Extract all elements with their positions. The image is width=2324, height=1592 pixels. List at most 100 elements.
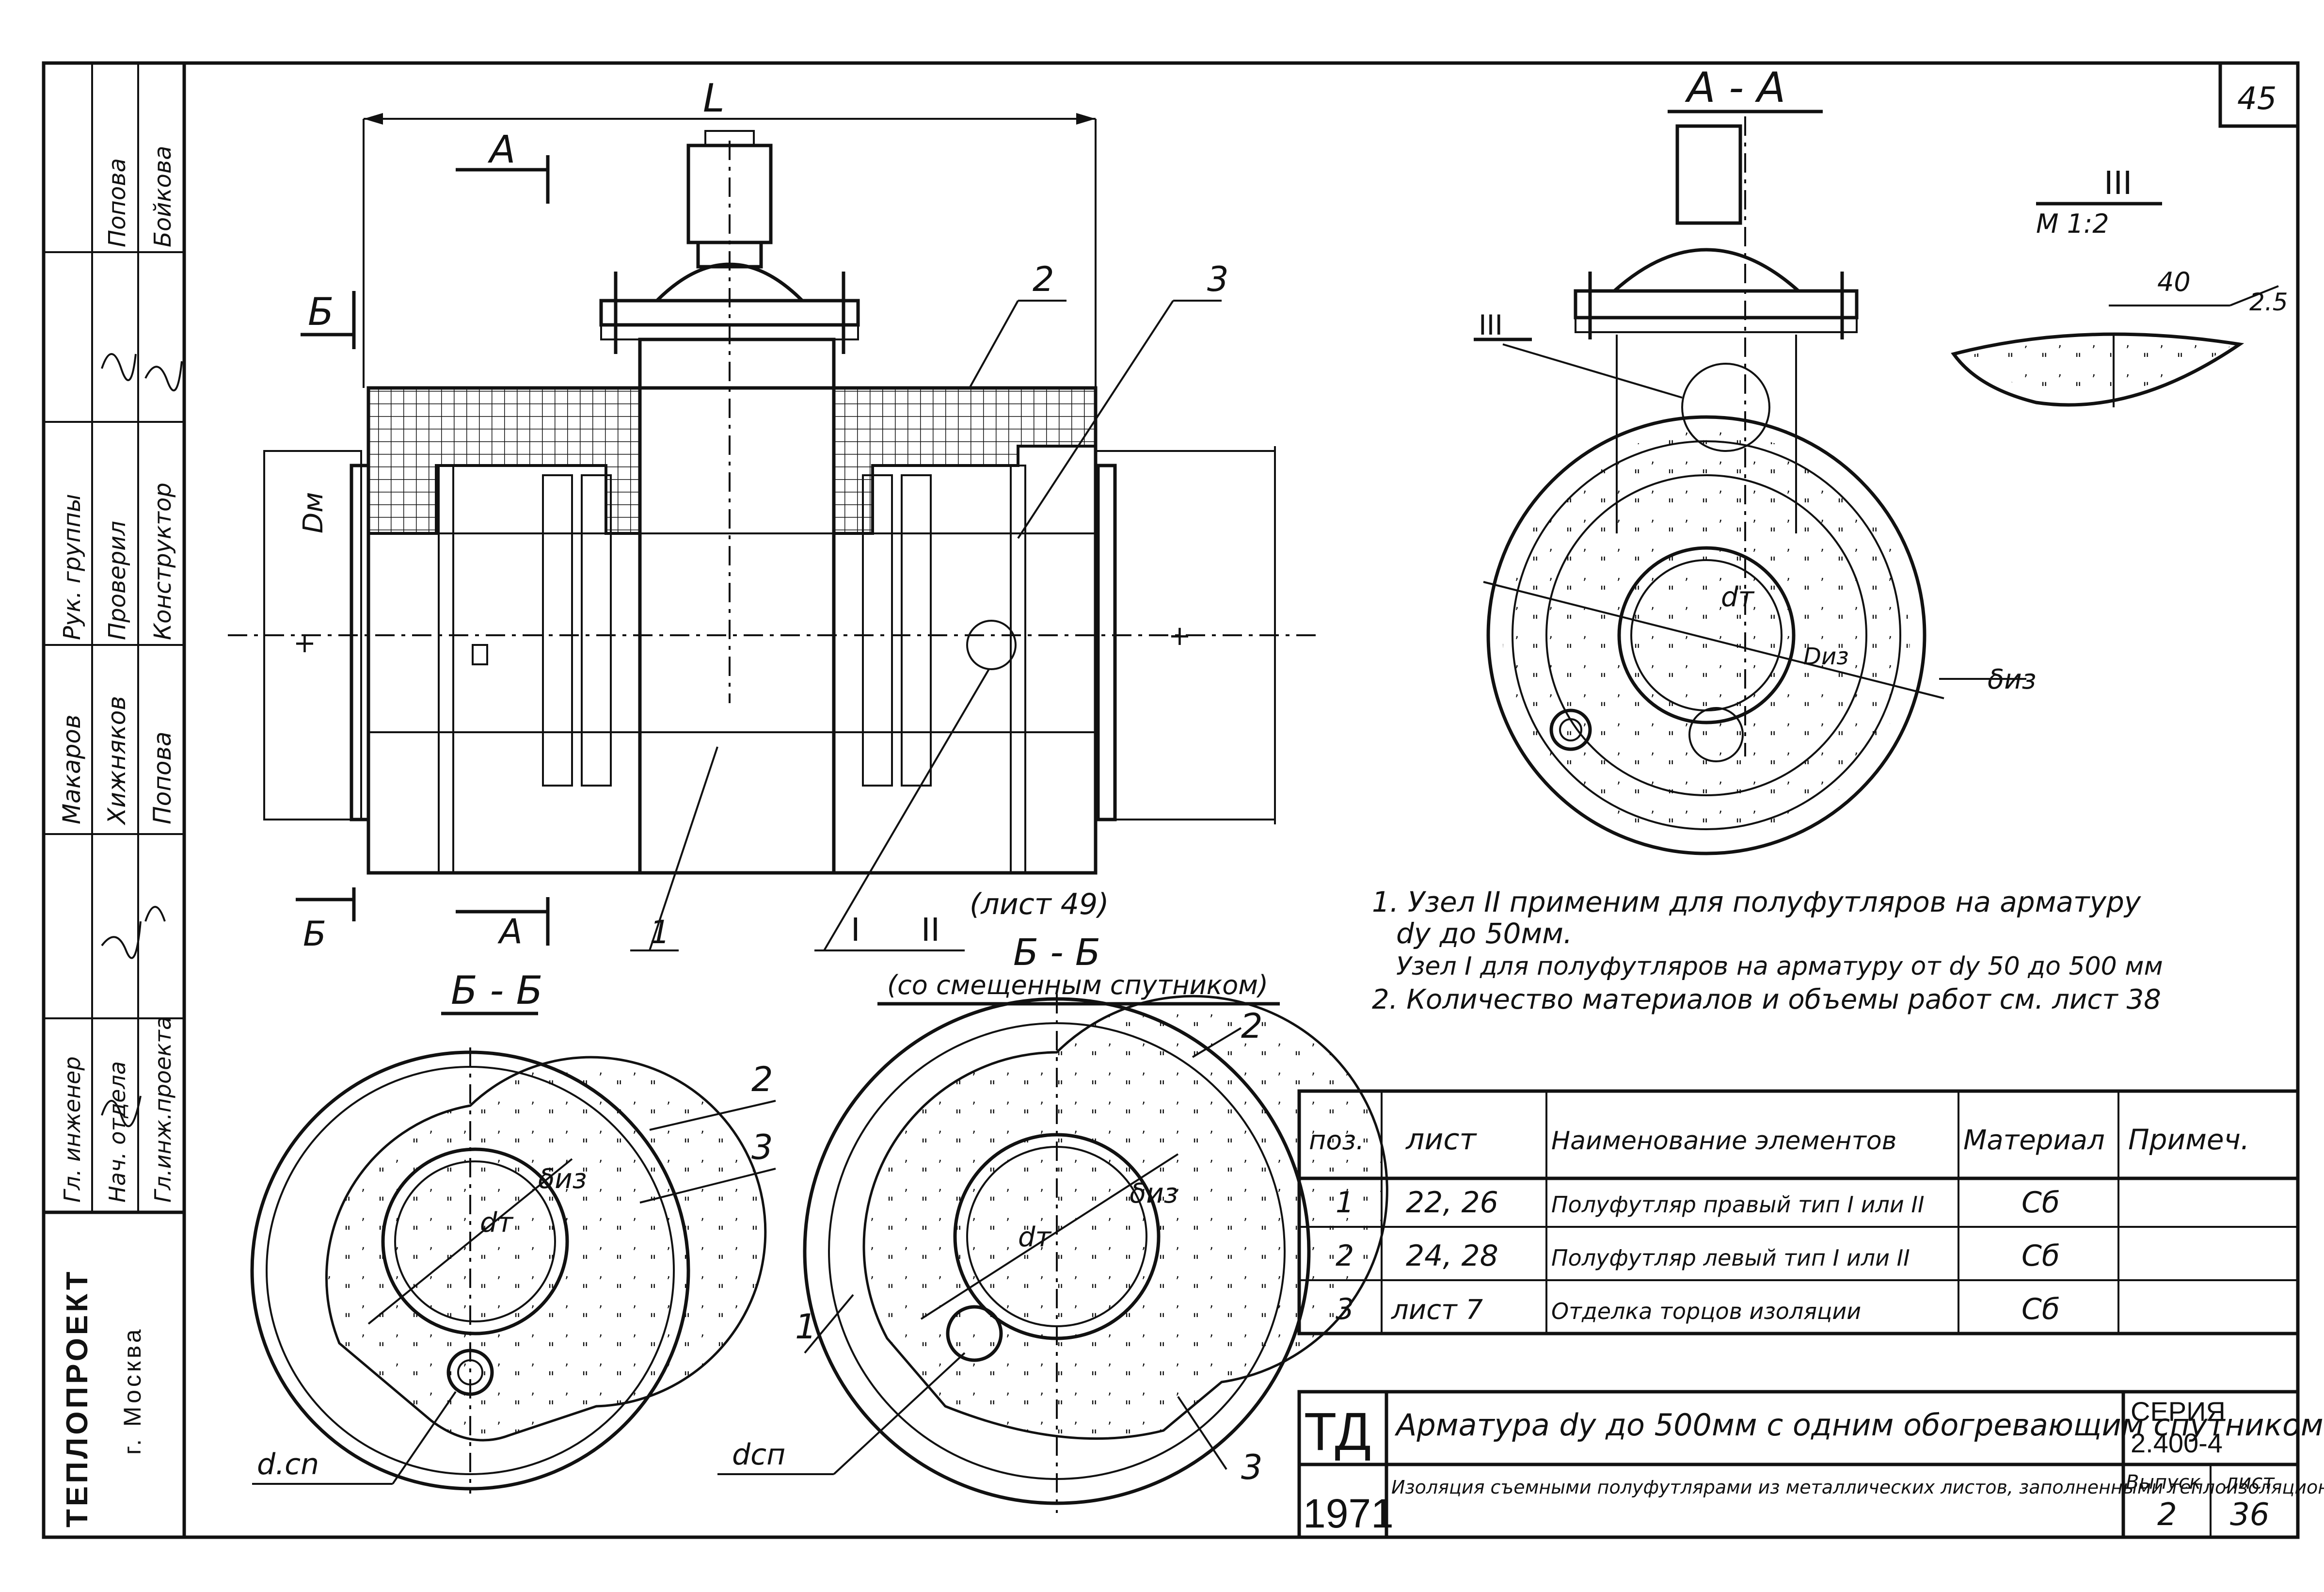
spec-row-1-name: Полуфутляр правый тип I или II xyxy=(1551,1191,1925,1218)
tb-issue-label: Выпуск xyxy=(2126,1471,2201,1494)
flange-right xyxy=(1096,464,1117,821)
spec-row-2-sheet: 24, 28 xyxy=(1406,1239,1498,1273)
stamp-title-1: Нач. отдела xyxy=(104,1061,130,1203)
stamp-title-3: Проверил xyxy=(104,521,131,640)
section-b-top: Б xyxy=(308,290,334,334)
bb-right-dcn: dсп xyxy=(732,1438,785,1472)
svg-text:+: + xyxy=(293,627,316,659)
detail-iii-dim1: 40 xyxy=(2157,267,2191,297)
side-stamp: Гл. инженер Нач. отдела Гл.инж.проекта М… xyxy=(44,63,184,1528)
callout-1: 1 xyxy=(650,914,670,951)
valve-bonnet xyxy=(653,262,807,303)
aa-dt: dт xyxy=(1721,581,1755,613)
bb-left-insulation xyxy=(325,1056,767,1442)
spec-header-material: Материал xyxy=(1963,1125,2105,1156)
callout-2: 2 xyxy=(1033,259,1054,299)
signature-scribble xyxy=(101,353,183,1127)
spec-header-name: Наименование элементов xyxy=(1551,1126,1896,1156)
band-1 xyxy=(438,465,454,874)
main-view: L A A Б Б xyxy=(228,76,1319,954)
notes: 1. Узел II применим для полуфутляров на … xyxy=(1372,885,2163,1015)
dim-length-label: L xyxy=(703,76,725,121)
tb-description: Изоляция съемными полуфутлярами из метал… xyxy=(1391,1477,2324,1498)
bb-right-title: Б - Б xyxy=(1013,931,1100,974)
detail-iii-shape xyxy=(1951,332,2244,407)
bb-right-satellite xyxy=(946,1305,1003,1362)
band-2 xyxy=(542,474,573,787)
flange-left xyxy=(350,464,370,821)
org-city: г. Москва xyxy=(119,1326,146,1455)
section-bb-left: Б - Б dт δиз d.cn 2 3 xyxy=(250,968,776,1494)
bb-left-callout-2: 2 xyxy=(751,1060,773,1099)
aa-node-iii xyxy=(1681,363,1770,452)
bb-right-dt: dт xyxy=(1018,1222,1052,1253)
spec-header-pos: поз. xyxy=(1309,1125,1364,1156)
detail-iii-scale: М 1:2 xyxy=(2036,209,2109,239)
bb-right-callout-1: 1 xyxy=(795,1307,817,1347)
stamp-name2-2: Попова xyxy=(148,731,176,824)
band-3 xyxy=(862,474,893,787)
bb-left-dt: dт xyxy=(480,1207,514,1238)
bb-right-insulation xyxy=(862,995,1388,1440)
tb-sheet: 36 xyxy=(2230,1497,2269,1533)
insulation-left xyxy=(367,386,641,535)
tb-code: ТД xyxy=(1304,1402,1371,1462)
tb-sheet-label: лист xyxy=(2225,1470,2275,1494)
section-b-bottom: Б xyxy=(303,914,326,954)
note-line-3: Узел I для полуфутляров на арматуру от d… xyxy=(1396,952,2163,981)
insulation-right xyxy=(832,386,1097,535)
aa-insulation xyxy=(1503,432,1910,839)
side-stamp-frame xyxy=(42,61,186,1539)
spec-row-1-pos: 1 xyxy=(1336,1186,1354,1220)
aa-pipe xyxy=(1617,546,1796,724)
bb-left-title: Б - Б xyxy=(451,968,543,1013)
valve-body xyxy=(638,338,836,875)
callout-3: 3 xyxy=(1207,259,1229,299)
node-ref-sheet: (лист 49) xyxy=(970,887,1109,921)
stamp-role-3: Рук. группы xyxy=(59,494,86,640)
node-ref-2: II xyxy=(921,910,940,948)
spec-row-2-pos: 2 xyxy=(1336,1239,1354,1273)
section-bb-right: Б - Б (со смещенным спутником) dт δиз dс… xyxy=(717,931,1388,1513)
bb-right-callout-3: 3 xyxy=(1241,1447,1263,1487)
tb-year: 1971 xyxy=(1303,1491,1394,1536)
spec-row-3-material: Сб xyxy=(2022,1292,2060,1326)
bb-right-callout-2: 2 xyxy=(1241,1006,1263,1046)
note-line-2: dу до 50мм. xyxy=(1396,917,1572,950)
stamp-role-1: Гл. инженер xyxy=(59,1056,85,1203)
stamp-title-2: Хижняков xyxy=(103,696,131,826)
spec-header-note: Примеч. xyxy=(2128,1123,2249,1156)
detail-iii-dim2: 2.5 xyxy=(2249,288,2288,316)
spec-table: поз. лист Наименование элементов Материа… xyxy=(1297,1089,2300,1335)
stamp-name2-4: Бойкова xyxy=(149,145,176,247)
page-number: 45 xyxy=(2237,81,2276,117)
note-line-4: 2. Количество материалов и объемы работ … xyxy=(1372,984,2161,1015)
org-name: ТЕПЛОПРОЕКТ xyxy=(61,1269,94,1528)
aa-outer-casing xyxy=(1486,415,1926,855)
page-number-box xyxy=(2218,61,2300,128)
aa-satellite xyxy=(1549,708,1592,751)
tb-title: Арматура dу до 500мм с одним обогревающи… xyxy=(1394,1407,2324,1443)
stamp-name2-1: Гл.инж.проекта xyxy=(150,1016,176,1203)
note-line-1: 1. Узел II применим для полуфутляров на … xyxy=(1372,885,2141,918)
section-aa: A - A dт Dиз δиз III xyxy=(1474,64,2036,855)
stamp-role-2: Макаров xyxy=(58,715,86,824)
tb-issue: 2 xyxy=(2157,1497,2177,1533)
spec-row-3-pos: 3 xyxy=(1336,1292,1354,1326)
section-aa-title: A - A xyxy=(1685,64,1785,112)
bb-left-callout-3: 3 xyxy=(751,1127,773,1167)
bb-right-delta: δиз xyxy=(1130,1178,1178,1209)
title-block: ТД 1971 Арматура dу до 500мм с одним обо… xyxy=(1297,1390,2324,1539)
bb-left-dcn: d.cn xyxy=(257,1447,319,1481)
spec-row-2-name: Полуфутляр левый тип I или II xyxy=(1551,1245,1910,1271)
aa-diz: Dиз xyxy=(1803,643,1849,670)
bb-left-pipe xyxy=(381,1147,569,1335)
tb-series: 2.400-4 xyxy=(2131,1428,2223,1458)
spec-header-sheet: лист xyxy=(1405,1123,1477,1157)
spec-row-1-sheet: 22, 26 xyxy=(1406,1186,1498,1220)
band-4 xyxy=(1010,465,1026,874)
section-a-bottom: A xyxy=(497,912,523,951)
bb-left-delta: δиз xyxy=(538,1163,587,1195)
detail-iii: III М 1:2 40 2.5 xyxy=(1951,163,2288,407)
